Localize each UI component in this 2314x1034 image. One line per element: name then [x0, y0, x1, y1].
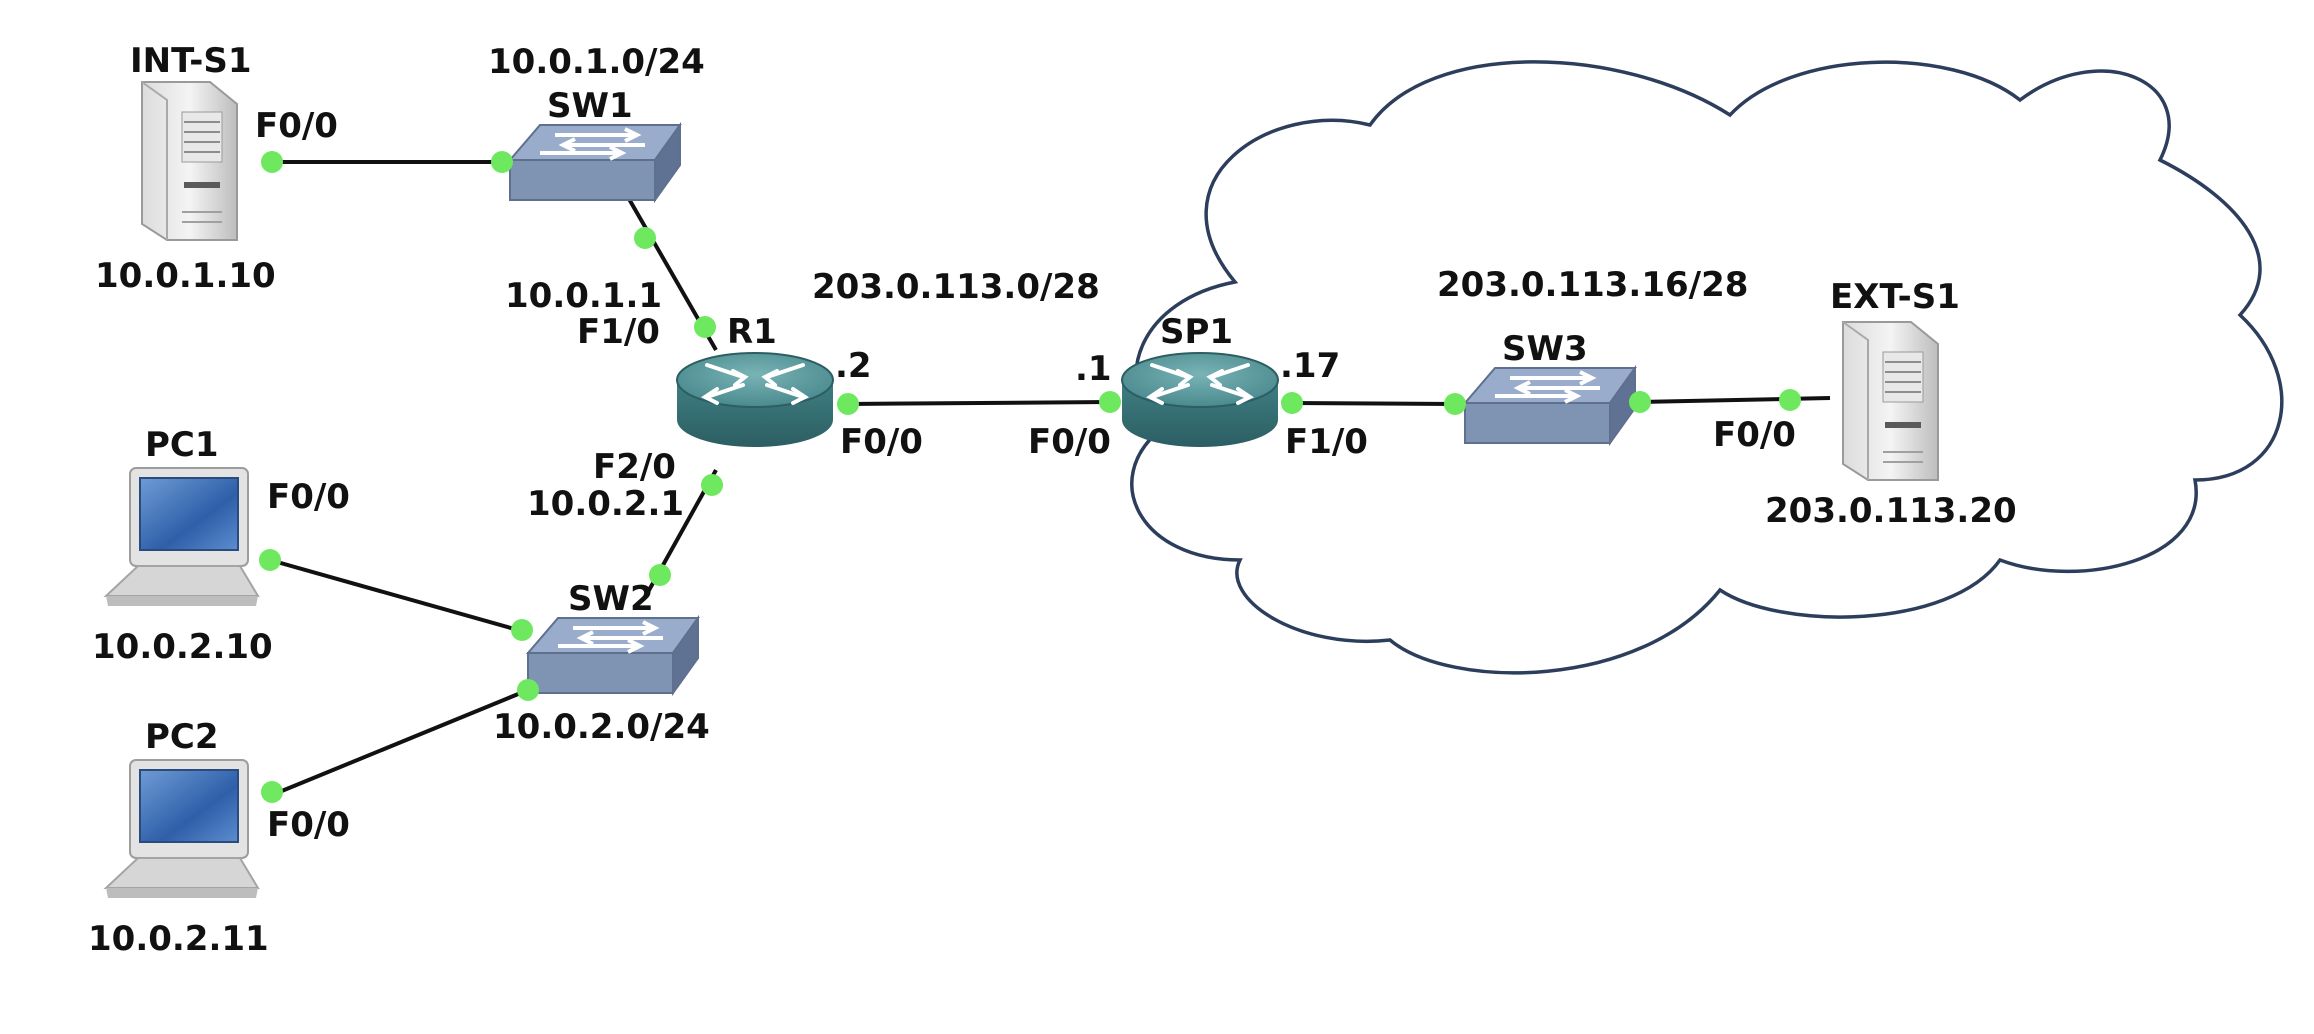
pc-icon[interactable]: [103, 467, 260, 606]
server-icon[interactable]: [141, 81, 238, 241]
sw2-subnet-label: 10.0.2.0/24: [493, 707, 710, 747]
sp1-f1-port-label: F1/0: [1285, 422, 1368, 462]
link-sp1-sw3: [1289, 401, 1456, 406]
link-r1-sp1: [847, 400, 1111, 406]
ext-s1-port-label: F0/0: [1713, 415, 1796, 455]
port-dot: [259, 549, 281, 571]
pc1-port-label: F0/0: [267, 477, 350, 517]
int-s1-name-label: INT-S1: [130, 41, 252, 81]
router-icon[interactable]: [1121, 352, 1279, 447]
port-dot: [491, 151, 513, 173]
port-dot: [1779, 389, 1801, 411]
wan-network-label: 203.0.113.0/28: [812, 267, 1100, 307]
switch-icon[interactable]: [525, 614, 700, 697]
ext-s1-name-label: EXT-S1: [1830, 277, 1960, 317]
port-dot: [1629, 391, 1651, 413]
link-pc1-sw2: [269, 558, 526, 634]
r1-f0-ip-label: .2: [835, 346, 872, 386]
sw1-name-label: SW1: [547, 86, 633, 126]
link-pc2-sw2: [271, 688, 529, 797]
sp1-f0-ip-label: .1: [1075, 349, 1112, 389]
port-dot: [261, 781, 283, 803]
port-dot: [837, 393, 859, 415]
port-dot: [1281, 392, 1303, 414]
sw2-name-label: SW2: [568, 579, 654, 619]
port-dot: [694, 316, 716, 338]
port-dot: [649, 564, 671, 586]
pc2-ip-label: 10.0.2.11: [88, 919, 269, 959]
router-icon[interactable]: [676, 352, 834, 447]
sw3-name-label: SW3: [1502, 329, 1588, 369]
port-dot: [511, 619, 533, 641]
server-icon[interactable]: [1842, 321, 1939, 481]
port-dot: [634, 227, 656, 249]
pc1-name-label: PC1: [145, 425, 219, 465]
sp1-f0-port-label: F0/0: [1028, 422, 1111, 462]
switch-icon[interactable]: [507, 121, 682, 204]
port-dot: [261, 151, 283, 173]
r1-f2-port-label: F2/0: [593, 447, 676, 487]
sp1-f1-ip-label: .17: [1280, 346, 1340, 386]
r1-f1-port-label: F1/0: [577, 312, 660, 352]
pc-icon[interactable]: [103, 759, 260, 898]
ext-s1-ip-label: 203.0.113.20: [1765, 491, 2017, 531]
r1-f1-ip-label: 10.0.1.1: [505, 276, 662, 316]
port-dot: [1444, 393, 1466, 415]
sw1-subnet-label: 10.0.1.0/24: [488, 42, 705, 82]
port-dot: [1099, 391, 1121, 413]
pc2-name-label: PC2: [145, 717, 219, 757]
r1-f0-port-label: F0/0: [840, 422, 923, 462]
port-dot: [517, 679, 539, 701]
port-dot: [701, 474, 723, 496]
pc1-ip-label: 10.0.2.10: [92, 627, 273, 667]
labels: INT-S1 F0/0 10.0.1.10 10.0.1.0/24 SW1 10…: [88, 41, 2017, 959]
int-s1-ip-label: 10.0.1.10: [95, 256, 276, 296]
pc2-port-label: F0/0: [267, 805, 350, 845]
ext-network-label: 203.0.113.16/28: [1437, 265, 1748, 305]
switch-icon[interactable]: [1462, 364, 1637, 447]
sp1-name-label: SP1: [1160, 312, 1233, 352]
cloud-icon: [1130, 60, 2284, 675]
int-s1-port-label: F0/0: [255, 106, 338, 146]
r1-f2-ip-label: 10.0.2.1: [527, 484, 684, 524]
port-dots: [259, 151, 1801, 803]
r1-name-label: R1: [727, 312, 777, 352]
